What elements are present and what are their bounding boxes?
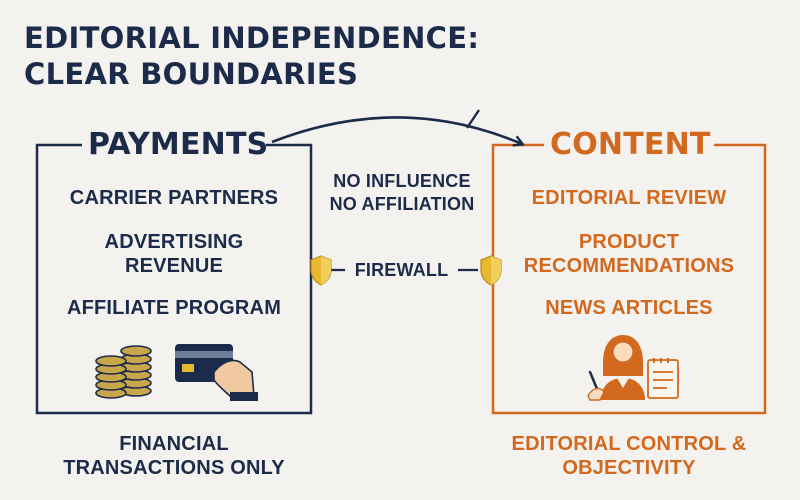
title-line-1: EDITORIAL INDEPENDENCE: <box>24 21 480 55</box>
payments-heading: PAYMENTS <box>82 128 268 162</box>
payments-footer: FINANCIAL TRANSACTIONS ONLY <box>63 433 285 479</box>
flow-arrow <box>271 116 522 144</box>
editor-person-icon <box>587 335 645 401</box>
payments-item: CARRIER PARTNERS <box>69 187 279 209</box>
note-line-2: NO AFFILIATION <box>329 194 475 214</box>
content-footer: EDITORIAL CONTROL & OBJECTIVITY <box>511 433 747 479</box>
firewall-label: FIREWALL <box>354 260 449 280</box>
note-line-1: NO INFLUENCE <box>333 171 471 191</box>
title-line-2: CLEAR BOUNDARIES <box>24 57 359 91</box>
payments-item: AFFILIATE PROGRAM <box>66 297 282 319</box>
shield-icon <box>310 255 332 286</box>
content-item: EDITORIAL REVIEW <box>531 187 727 209</box>
coin-stacks-icon <box>95 345 152 399</box>
credit-card-hand-icon <box>175 344 258 401</box>
arrow-blocked-tick <box>466 109 480 129</box>
notepad-icon <box>647 358 679 399</box>
content-item: PRODUCT RECOMMENDATIONS <box>523 231 735 277</box>
page-title: EDITORIAL INDEPENDENCE: CLEAR BOUNDARIES <box>24 20 479 92</box>
content-heading: CONTENT <box>544 128 714 162</box>
no-influence-note: NO INFLUENCE NO AFFILIATION <box>322 170 482 216</box>
payments-item: ADVERTISING REVENUE <box>104 231 244 277</box>
shield-icon <box>480 255 502 286</box>
content-item: NEWS ARTICLES <box>545 297 713 319</box>
